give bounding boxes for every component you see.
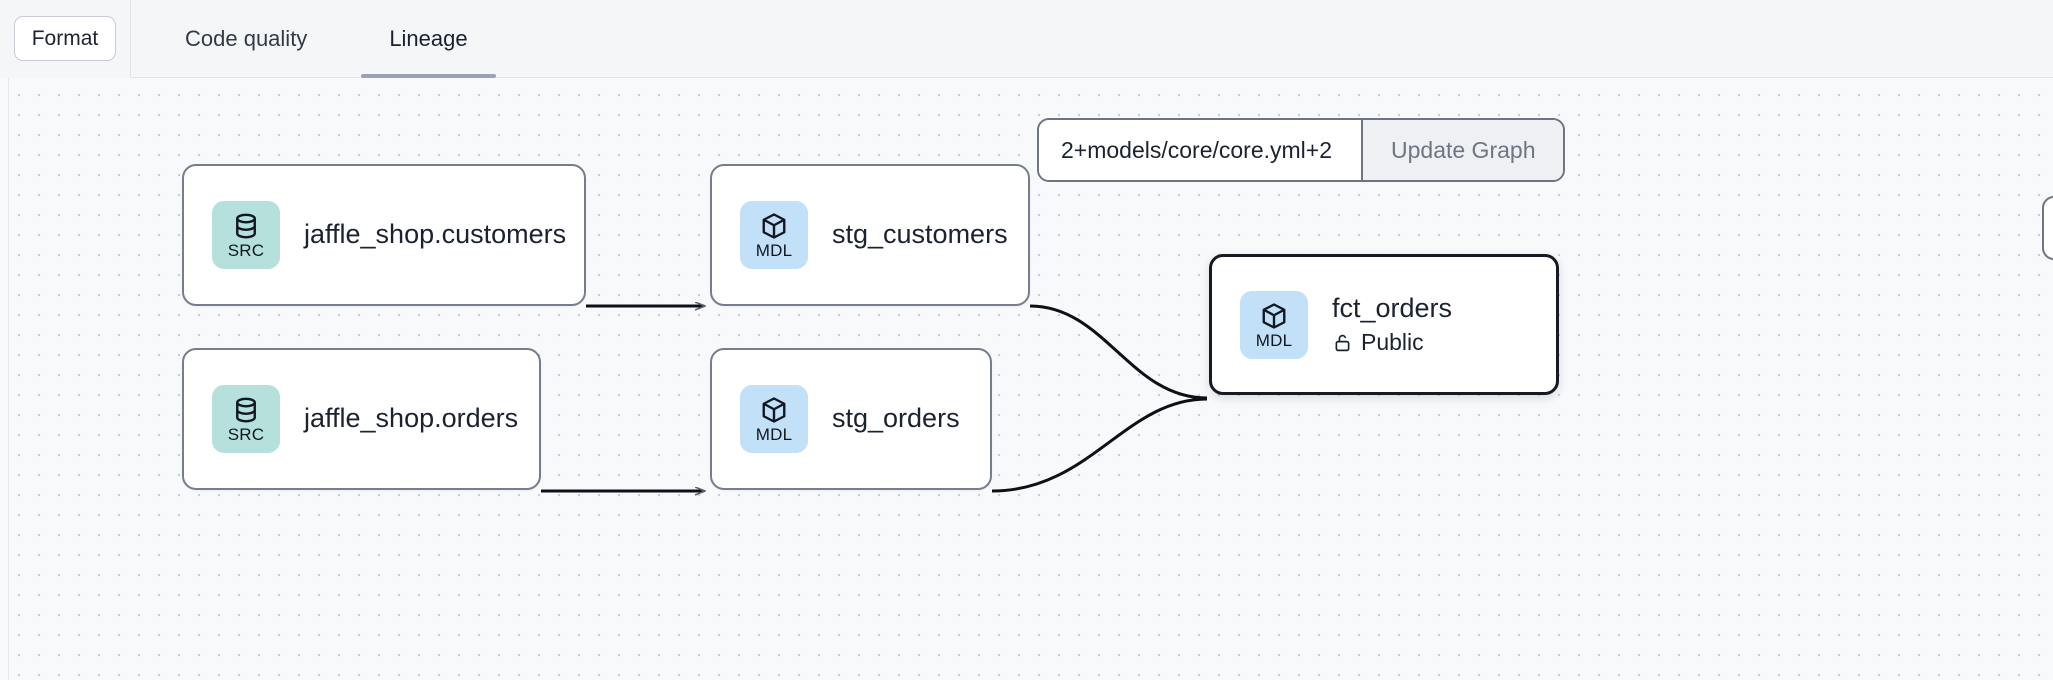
- node-title: stg_customers: [832, 219, 1008, 250]
- edge-stg-customers-to-fct-orders: [1029, 304, 1208, 400]
- database-icon: [236, 397, 256, 423]
- cube-icon: [1262, 302, 1286, 329]
- mdl-badge-label: MDL: [1255, 330, 1293, 350]
- top-toolbar: Format Code quality Lineage: [0, 0, 2053, 78]
- database-icon: [236, 213, 256, 239]
- edge-stg-orders-to-fct-orders: [991, 397, 1208, 493]
- tab-bar: Code quality Lineage: [131, 0, 496, 78]
- mdl-badge-label: MDL: [755, 241, 793, 260]
- mdl-badge: MDL: [1240, 290, 1308, 359]
- tab-lineage[interactable]: Lineage: [361, 0, 496, 78]
- graph-selector-input[interactable]: [1039, 120, 1361, 180]
- node-title: jaffle_shop.orders: [304, 403, 519, 434]
- src-badge: SRC: [212, 201, 280, 269]
- lineage-node-stg-orders[interactable]: MDL stg_orders: [710, 348, 992, 490]
- lineage-canvas[interactable]: SRC jaffle_shop.customers SRC jaffle_sho…: [0, 78, 2053, 680]
- node-body: jaffle_shop.orders: [304, 403, 518, 434]
- node-title: stg_orders: [832, 403, 960, 434]
- lineage-node-jaffle-shop-customers[interactable]: SRC jaffle_shop.customers: [182, 164, 586, 306]
- node-title: jaffle_shop.customers: [304, 219, 567, 250]
- graph-selector-control[interactable]: Update Graph: [1037, 118, 1566, 182]
- lineage-node-stg-customers[interactable]: MDL stg_customers: [710, 164, 1030, 306]
- src-badge: SRC: [212, 385, 280, 453]
- format-button-zone: Format: [0, 0, 131, 78]
- node-body: fct_orders Public: [1332, 293, 1452, 355]
- lineage-node-jaffle-shop-orders[interactable]: SRC jaffle_shop.orders: [182, 348, 541, 490]
- overflow-control-partial[interactable]: [2042, 196, 2053, 260]
- update-graph-button[interactable]: Update Graph: [1361, 120, 1564, 180]
- node-title: fct_orders: [1332, 293, 1453, 324]
- cube-icon: [762, 397, 786, 423]
- lineage-edges: [541, 78, 1208, 680]
- mdl-badge-label: MDL: [755, 425, 793, 444]
- node-body: stg_orders: [832, 403, 960, 434]
- format-button[interactable]: Format: [13, 16, 117, 61]
- node-access-row: Public: [1332, 329, 1452, 356]
- node-access-label: Public: [1361, 328, 1424, 355]
- unlock-icon: [1335, 334, 1350, 351]
- mdl-badge: MDL: [740, 385, 808, 453]
- node-body: jaffle_shop.customers: [304, 219, 566, 250]
- node-body: stg_customers: [832, 219, 1008, 250]
- tab-code-quality[interactable]: Code quality: [185, 25, 308, 51]
- cube-icon: [762, 213, 786, 239]
- src-badge-label: SRC: [227, 425, 265, 444]
- lineage-node-fct-orders[interactable]: MDL fct_orders Public: [1209, 254, 1559, 395]
- mdl-badge: MDL: [740, 201, 808, 269]
- canvas-left-gutter: [0, 78, 9, 680]
- src-badge-label: SRC: [227, 241, 265, 260]
